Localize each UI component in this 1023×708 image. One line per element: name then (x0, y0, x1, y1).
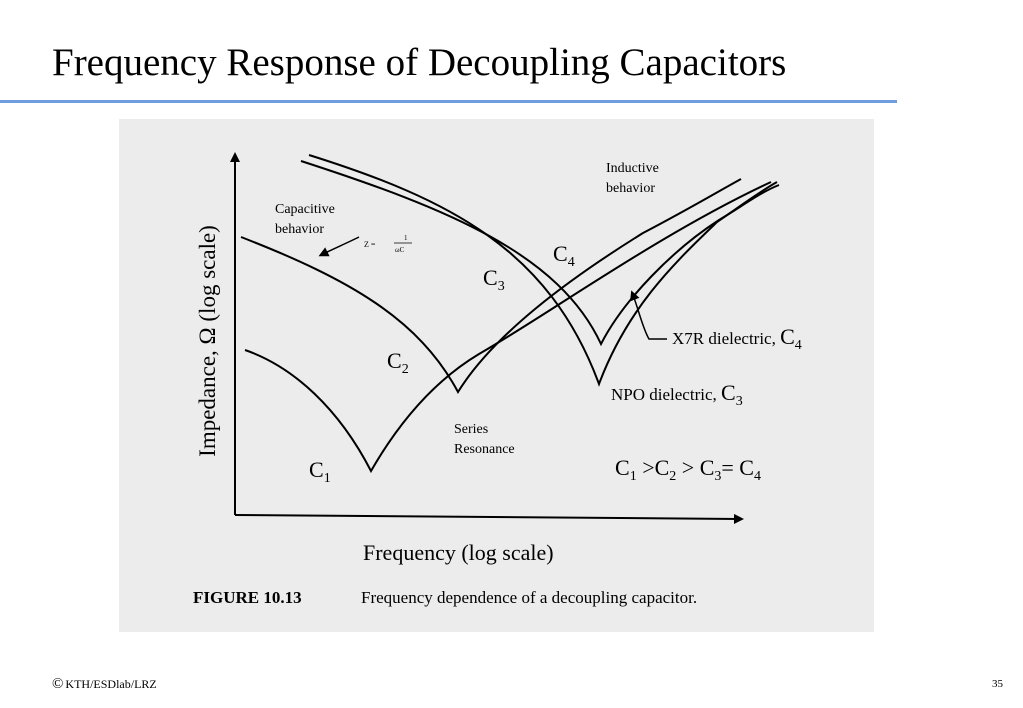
label-c4: C4 (553, 241, 575, 270)
figure-caption-number: FIGURE 10.13 (193, 588, 302, 607)
slide-title: Frequency Response of Decoupling Capacit… (52, 41, 787, 84)
figure-caption-text: Frequency dependence of a decoupling cap… (361, 588, 697, 607)
inductive-label-line1: Inductive (606, 161, 659, 176)
capacitive-label-line2: behavior (275, 222, 324, 237)
formula-numerator: 1 (404, 234, 408, 242)
curve-c3-npo (308, 154, 778, 387)
curve-c2 (240, 178, 742, 394)
copyright-symbol: © (52, 676, 64, 692)
x-axis-label: Frequency (log scale) (363, 540, 554, 565)
inductive-label-line2: behavior (606, 181, 655, 196)
title-divider (0, 100, 897, 103)
capacitance-relation: C1 >C2 > C3= C4 (615, 455, 761, 484)
capacitive-arrow (318, 236, 360, 257)
label-c1: C1 (309, 457, 331, 486)
y-axis-label: Impedance, Ω (log scale) (195, 225, 220, 457)
page-number: 35 (992, 678, 1003, 690)
footer-copyright: ©KTH/ESDlab/LRZ (52, 676, 157, 693)
formula-lhs: Z = (364, 240, 376, 249)
x-axis (234, 513, 744, 524)
series-label-line1: Series (454, 422, 488, 437)
figure-panel: Impedance, Ω (log scale) Frequency (log … (119, 119, 874, 632)
x7r-arrow (630, 290, 667, 340)
series-label-line2: Resonance (454, 442, 515, 457)
curve-c1 (244, 181, 772, 474)
label-c2: C2 (387, 348, 409, 377)
curve-c4-x7r (300, 160, 780, 347)
capacitive-label-line1: Capacitive (275, 202, 335, 217)
label-c3: C3 (483, 265, 505, 294)
npo-label: NPO dielectric, C3 (611, 380, 743, 409)
formula-denominator: ωC (395, 246, 405, 254)
x7r-label: X7R dielectric, C4 (672, 324, 802, 353)
footer-text: KTH/ESDlab/LRZ (65, 677, 157, 691)
impedance-diagram: Impedance, Ω (log scale) Frequency (log … (193, 152, 802, 607)
